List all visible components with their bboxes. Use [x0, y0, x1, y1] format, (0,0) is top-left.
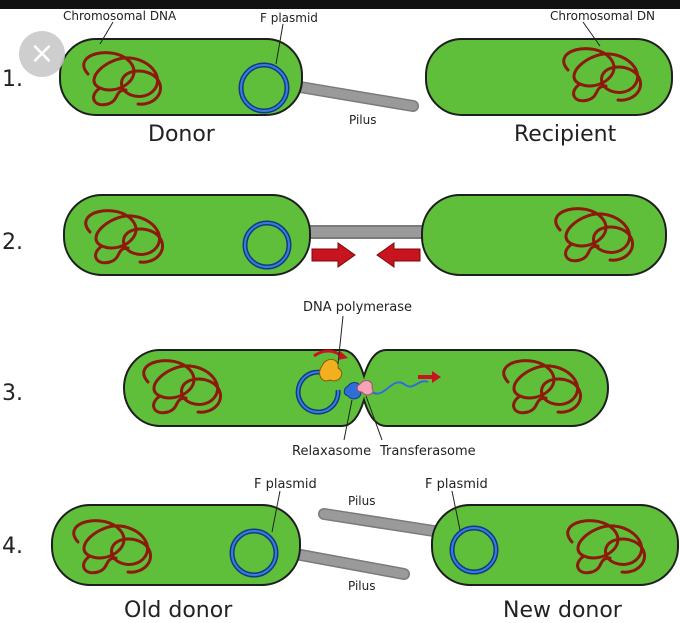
- pilus: [299, 225, 431, 239]
- step-4: F plasmid F plasmid Pilus Pilus Old dono…: [51, 477, 679, 623]
- recipient-cell: [425, 38, 673, 116]
- f-plasmid-label: F plasmid: [260, 11, 318, 25]
- arrow-left-icon: [376, 242, 421, 268]
- leader-line: [99, 21, 114, 45]
- leader-line: [337, 315, 344, 365]
- top-bar: [0, 0, 680, 9]
- relaxasome-label: Relaxasome: [292, 444, 371, 459]
- arrow-right-icon: [311, 242, 356, 268]
- step-number-1: 1.: [2, 67, 23, 92]
- new-donor-label: New donor: [503, 598, 623, 623]
- leader-line: [451, 490, 461, 531]
- step-number-2: 2.: [2, 230, 23, 255]
- pilus-label: Pilus: [348, 579, 376, 593]
- step-number-4: 4.: [2, 534, 23, 559]
- transferasome-label: Transferasome: [379, 444, 476, 459]
- transferred-dna-strand: [371, 380, 429, 395]
- step-1: Chromosomal DNA F plasmid Chromosomal DN…: [59, 9, 673, 147]
- old-donor-label: Old donor: [124, 598, 233, 623]
- f-plasmid-label: F plasmid: [254, 477, 317, 492]
- dna-polymerase-label: DNA polymerase: [303, 300, 412, 315]
- leader-line: [582, 21, 601, 47]
- pilus-label: Pilus: [349, 113, 377, 127]
- leader-line: [343, 399, 353, 441]
- leader-line: [271, 490, 281, 533]
- leader-line: [275, 23, 284, 65]
- recipient-label: Recipient: [514, 122, 617, 147]
- relaxasome: [343, 382, 362, 400]
- transferasome: [356, 380, 374, 396]
- close-button[interactable]: ×: [19, 31, 65, 77]
- arrow-right-icon: [418, 371, 441, 383]
- pilus-highlight: [295, 82, 418, 111]
- dna-polymerase: [319, 359, 343, 382]
- close-icon: ×: [29, 36, 55, 71]
- step-2: [63, 194, 667, 276]
- chromosomal-dna-label: Chromosomal DN: [550, 9, 655, 23]
- f-plasmid-label: F plasmid: [425, 477, 488, 492]
- donor-label: Donor: [148, 122, 216, 147]
- pilus-label: Pilus: [348, 494, 376, 508]
- step-3: DNA polymerase Relaxasome Transferasome: [123, 300, 609, 459]
- chromosomal-dna-label: Chromosomal DNA: [63, 9, 177, 23]
- leader-line: [365, 395, 383, 441]
- step-number-3: 3.: [2, 381, 23, 406]
